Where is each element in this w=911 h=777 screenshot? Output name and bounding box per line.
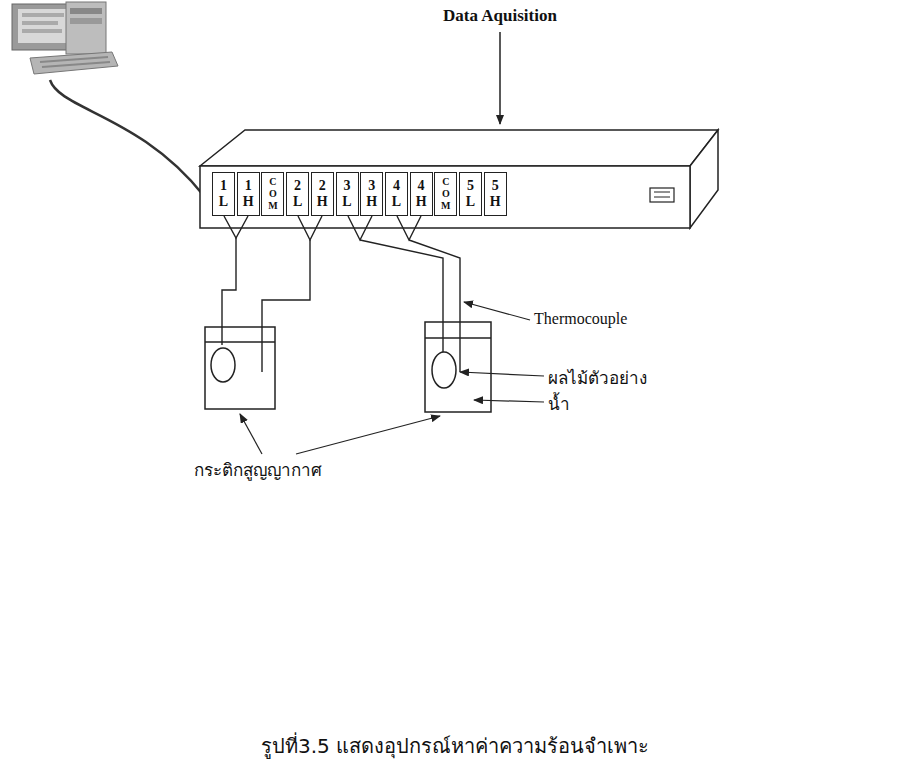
part-label: กระติกสูญญากาศ — [194, 456, 322, 483]
part-label: น้ำ — [548, 390, 570, 417]
terminal-box: C O M — [434, 172, 457, 216]
computer-picture — [12, 2, 118, 74]
data-logger-box — [200, 130, 718, 228]
terminal-box: 2 H — [311, 172, 334, 216]
pointer-arrow — [499, 32, 501, 124]
pin-name: 4 L — [390, 178, 402, 210]
cable — [50, 80, 204, 196]
leader-lines — [240, 302, 544, 454]
heading-label: Data Aquisition — [443, 6, 557, 26]
terminal-box: 1 H — [237, 172, 260, 216]
terminal-box: 3 L — [336, 172, 359, 216]
pin-name: 5 L — [465, 178, 477, 210]
pin-name: 5 H — [489, 178, 501, 210]
pin-name: C O M — [267, 176, 279, 212]
pin-name: 1 L — [218, 178, 230, 210]
part-label: Thermocouple — [534, 310, 627, 328]
pin-name: 3 H — [366, 178, 378, 210]
vacuum-flask — [205, 322, 491, 412]
figure-caption: รูปที่3.5 แสดงอุปกรณ์หาค่าความร้อนจำเพาะ — [261, 730, 649, 762]
terminal-box: 4 H — [410, 172, 433, 216]
pin-name: 3 L — [341, 178, 353, 210]
terminal-box: 2 L — [286, 172, 309, 216]
pin-name: 2 H — [316, 178, 328, 210]
pin-name: 2 L — [292, 178, 304, 210]
pin-name: C O M — [440, 176, 452, 212]
part-label: ผลไม้ตัวอย่าง — [548, 364, 647, 391]
terminal-box: 1 L — [212, 172, 235, 216]
pin-name: 4 H — [415, 178, 427, 210]
terminal-box: 4 L — [385, 172, 408, 216]
terminal-box: C O M — [261, 172, 284, 216]
terminal-box: 5 L — [459, 172, 482, 216]
pin-name: 1 H — [242, 178, 254, 210]
terminal-box: 3 H — [360, 172, 383, 216]
terminal-box: 5 H — [484, 172, 507, 216]
